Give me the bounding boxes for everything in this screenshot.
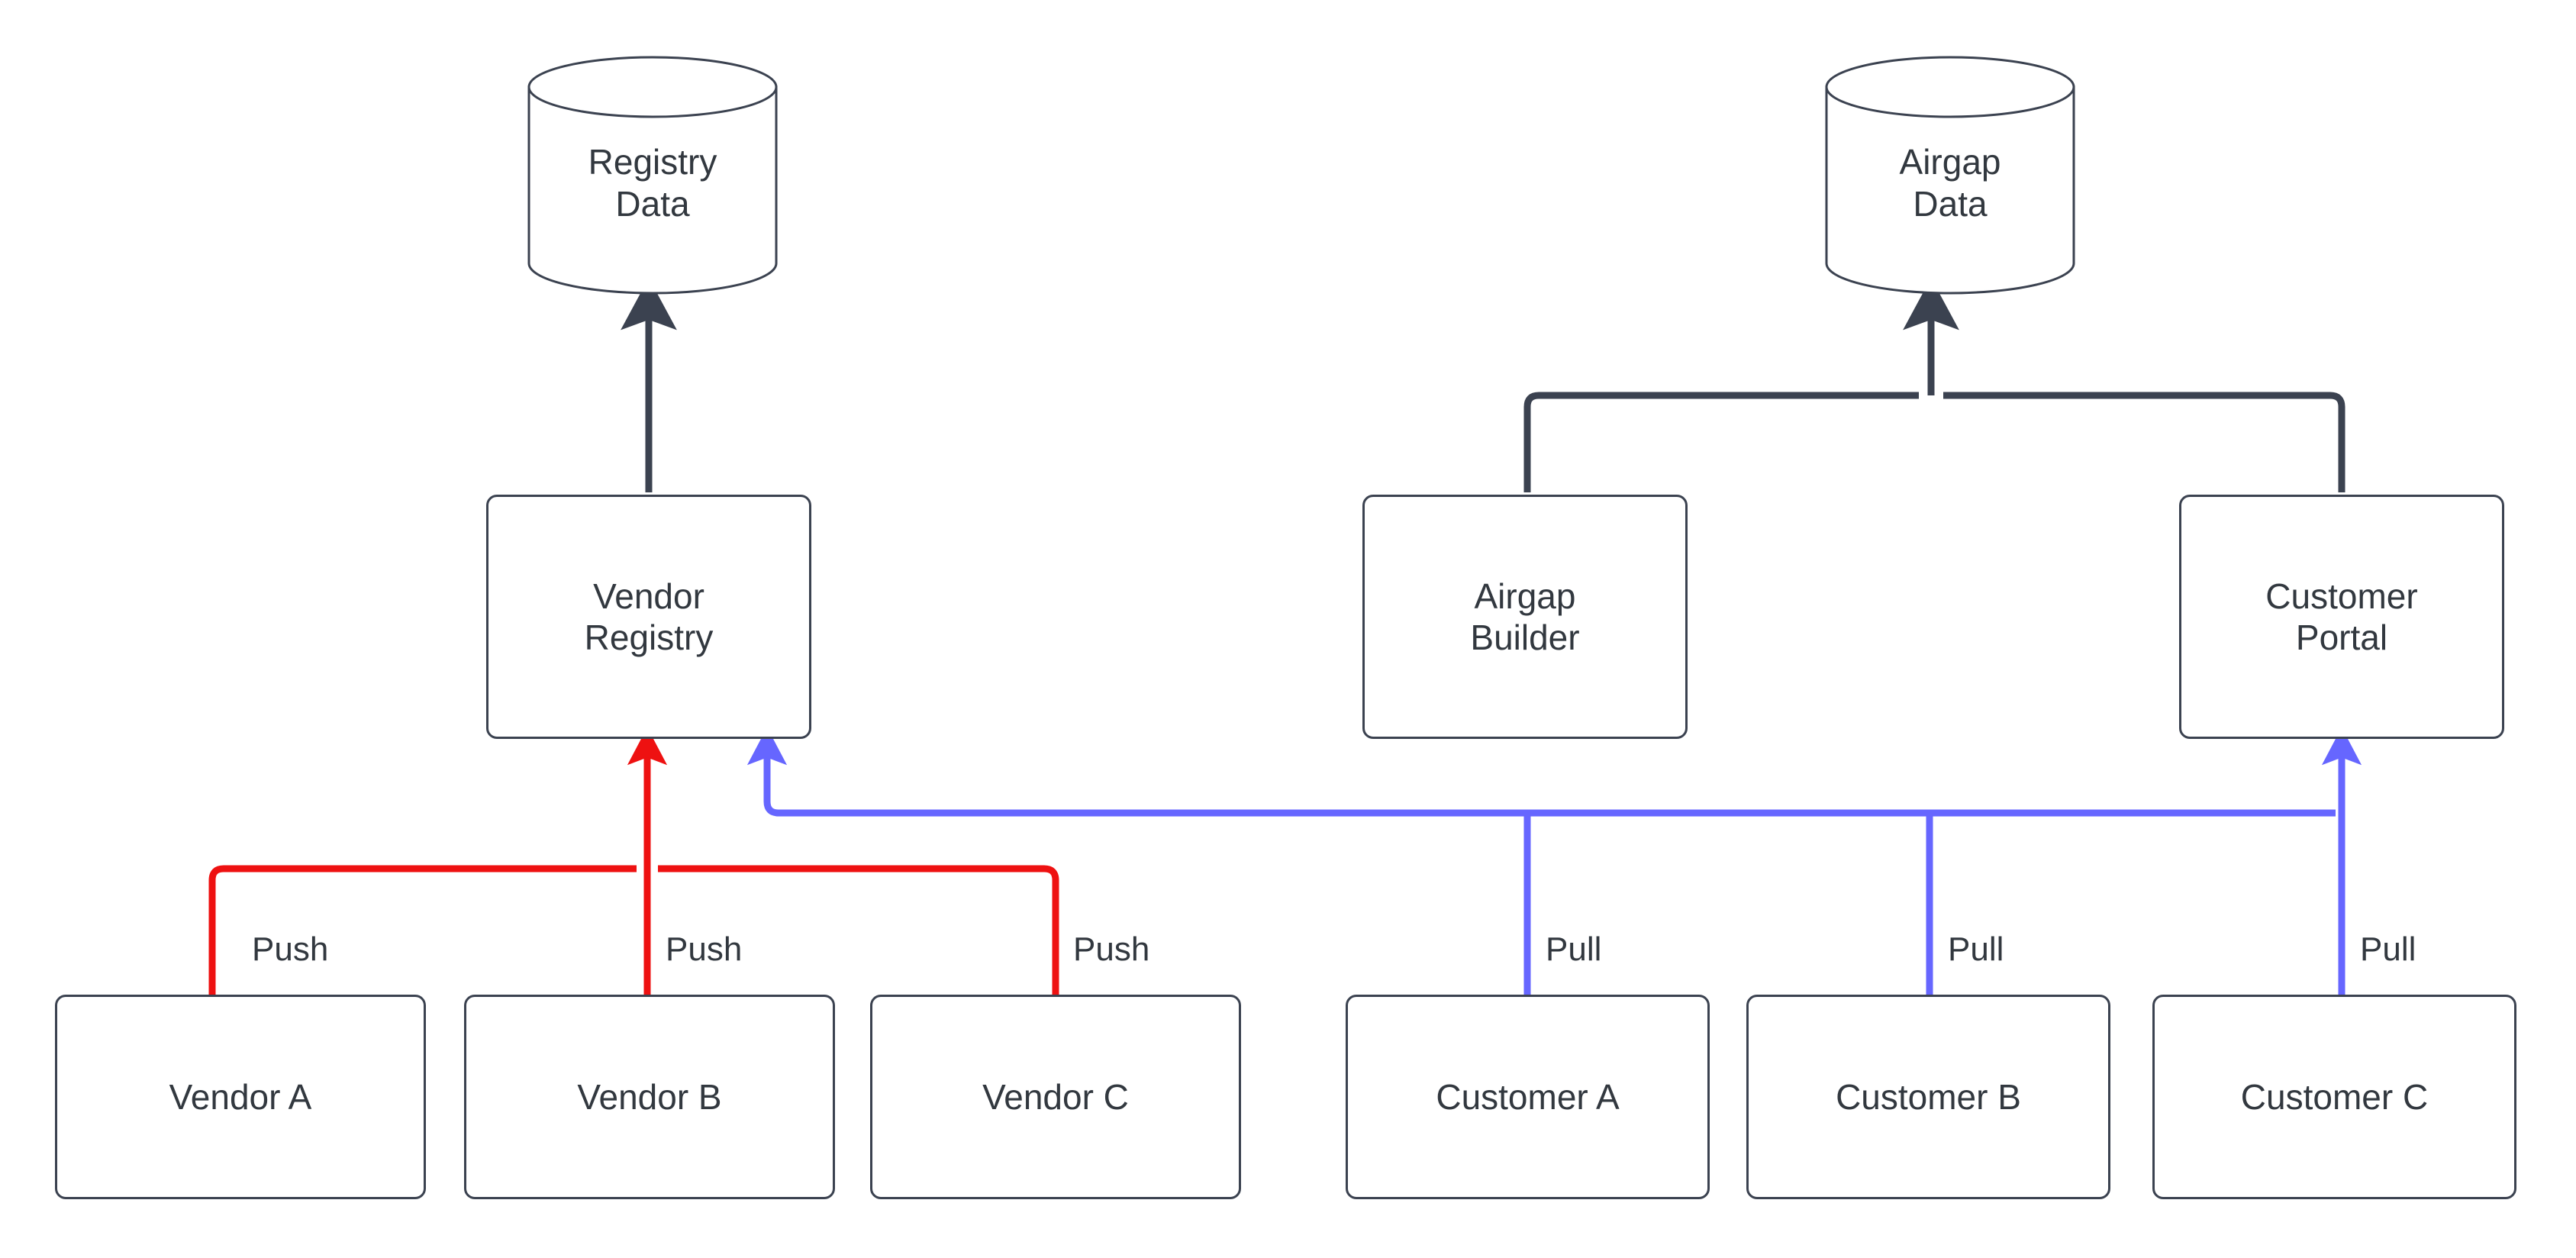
edge-vendor-c-push <box>658 865 1059 995</box>
edge-label-push-vendor-a: Push <box>252 931 329 968</box>
node-customer-b[interactable]: Customer B <box>1746 995 2110 1199</box>
edge-label-pull-customer-c: Pull <box>2360 931 2416 968</box>
node-vendor-registry-label: Vendor Registry <box>584 576 714 657</box>
node-vendor-a[interactable]: Vendor A <box>55 995 426 1199</box>
edge-vendor-a-push <box>208 865 637 995</box>
edge-airgap-builder-to-airgap-data <box>1523 392 1919 492</box>
node-airgap-data-label: Airgap Data <box>1899 142 2001 224</box>
edge-customer-portal-to-airgap-data <box>1943 392 2345 492</box>
node-vendor-b[interactable]: Vendor B <box>464 995 835 1199</box>
node-vendor-c[interactable]: Vendor C <box>870 995 1241 1199</box>
edge-label-push-vendor-c: Push <box>1073 931 1150 968</box>
node-vendor-a-label: Vendor A <box>169 1076 312 1117</box>
node-customer-b-label: Customer B <box>1836 1076 2021 1117</box>
node-customer-a-label: Customer A <box>1436 1076 1620 1117</box>
node-customer-c-label: Customer C <box>2240 1076 2429 1117</box>
node-registry-data[interactable]: Registry Data <box>527 55 779 295</box>
node-airgap-data[interactable]: Airgap Data <box>1824 55 2076 295</box>
edge-pull-bus-line <box>746 727 2336 817</box>
node-customer-portal[interactable]: Customer Portal <box>2179 495 2504 739</box>
node-customer-c[interactable]: Customer C <box>2152 995 2516 1199</box>
node-airgap-builder[interactable]: Airgap Builder <box>1362 495 1688 739</box>
node-customer-portal-label: Customer Portal <box>2265 576 2418 657</box>
node-registry-data-label: Registry Data <box>588 142 717 224</box>
edge-label-push-vendor-b: Push <box>666 931 743 968</box>
node-vendor-c-label: Vendor C <box>982 1076 1129 1117</box>
edge-label-pull-customer-b: Pull <box>1948 931 2004 968</box>
node-customer-a[interactable]: Customer A <box>1346 995 1710 1199</box>
node-vendor-b-label: Vendor B <box>577 1076 722 1117</box>
node-airgap-builder-label: Airgap Builder <box>1470 576 1580 657</box>
node-vendor-registry[interactable]: Vendor Registry <box>486 495 811 739</box>
edge-label-pull-customer-a: Pull <box>1546 931 1602 968</box>
